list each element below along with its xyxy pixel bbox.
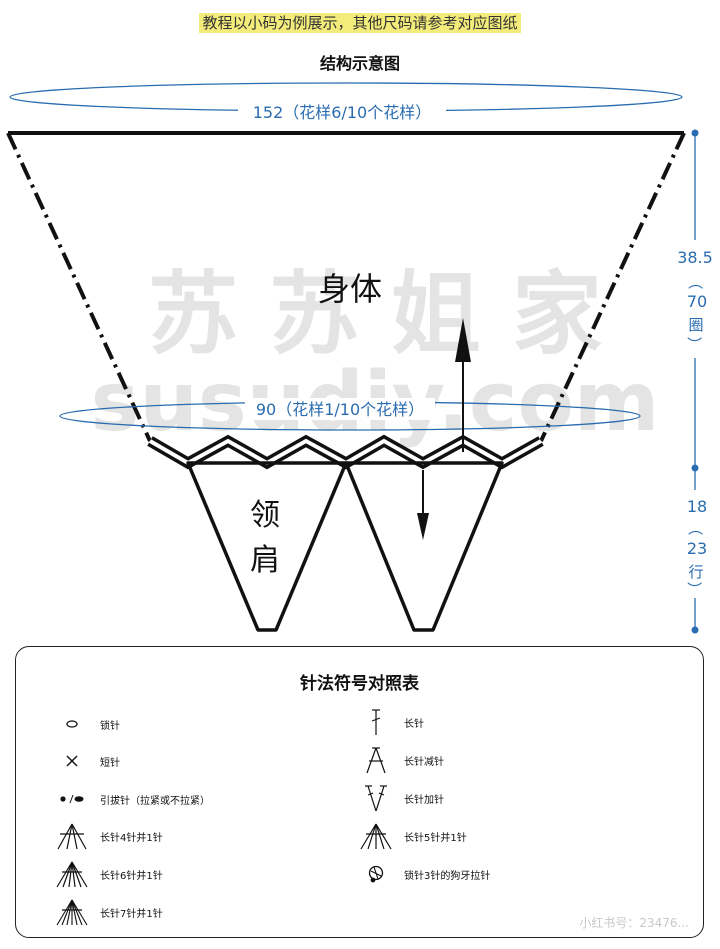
dc5tog-icon <box>358 821 394 851</box>
double-crochet-icon <box>358 707 394 737</box>
yoke-label-1: 领 <box>250 498 280 533</box>
legend-item-picot: 锁针3针的狗牙拉针 <box>358 859 490 889</box>
svg-text:（: （ <box>686 274 704 289</box>
legend-item-dc7tog: 长针7针并1针 <box>54 897 163 927</box>
body-left-edge <box>6 132 152 442</box>
tutorial-note: 教程以小码为例展示，其他尺码请参考对应图纸 <box>0 12 720 33</box>
svg-text:）: ） <box>685 581 703 596</box>
legend-title: 针法符号对照表 <box>300 674 419 694</box>
body-right-edge <box>539 132 686 442</box>
svg-text:圈: 圈 <box>688 316 703 334</box>
legend-item-dc-decrease: 长针减针 <box>358 745 444 775</box>
yoke-triangle-left <box>186 461 348 632</box>
yoke-height-label: 18 <box>687 497 707 516</box>
legend-item-dc4tog: 长针4针并1针 <box>54 821 163 851</box>
up-arrow-head <box>455 318 471 362</box>
down-arrow-head <box>417 513 429 540</box>
body-height-label: 38.5 <box>677 248 713 267</box>
source-watermark: 小红书号：23476... <box>579 916 689 930</box>
yoke-triangle-right <box>344 461 504 632</box>
legend-item-dc-increase: 长针加针 <box>358 783 444 813</box>
watermark-chinese: 苏 苏 姐 家 <box>148 262 602 367</box>
legend-item-chain: 锁针 <box>54 709 120 739</box>
slip-stitch-icon <box>54 784 90 814</box>
top-width-label: 152（花样6/10个花样） <box>253 103 431 122</box>
chain-stitch-icon <box>54 709 90 739</box>
yoke-rows-label: 23 <box>687 539 707 558</box>
legend-item-dc6tog: 长针6针并1针 <box>54 859 163 889</box>
legend-item-slip-stitch: 引拔针（拉紧或不拉紧） <box>54 784 210 814</box>
legend-item-dc5tog: 长针5针并1针 <box>358 821 467 851</box>
yoke-label-2: 肩 <box>250 543 280 578</box>
single-crochet-icon <box>54 746 90 776</box>
body-rounds-label: 70 <box>687 292 707 311</box>
dc-increase-icon <box>358 783 394 813</box>
svg-text:）: ） <box>685 336 703 351</box>
dc6tog-icon <box>54 859 90 889</box>
dc-decrease-icon <box>358 745 394 775</box>
dc4tog-icon <box>54 821 90 851</box>
svg-text:行: 行 <box>688 563 703 581</box>
svg-text:（: （ <box>686 520 704 535</box>
legend-item-double-crochet: 长针 <box>358 707 424 737</box>
structure-diagram: 苏 苏 姐 家 susudiy.com 152（花样6/10个花样） 90（花样… <box>6 82 713 634</box>
neck-width-label: 90（花样1/10个花样） <box>256 400 424 419</box>
legend-item-single-crochet: 短针 <box>54 746 120 776</box>
body-label: 身体 <box>318 270 382 308</box>
diagram-title: 结构示意图 <box>319 54 400 73</box>
stitch-legend: 针法符号对照表 锁针 短针 引拔针（拉紧或不拉紧） 长针4针并1针 长针6针并1… <box>15 646 704 938</box>
dc7tog-icon <box>54 897 90 927</box>
picot-chain3-icon <box>358 859 394 889</box>
